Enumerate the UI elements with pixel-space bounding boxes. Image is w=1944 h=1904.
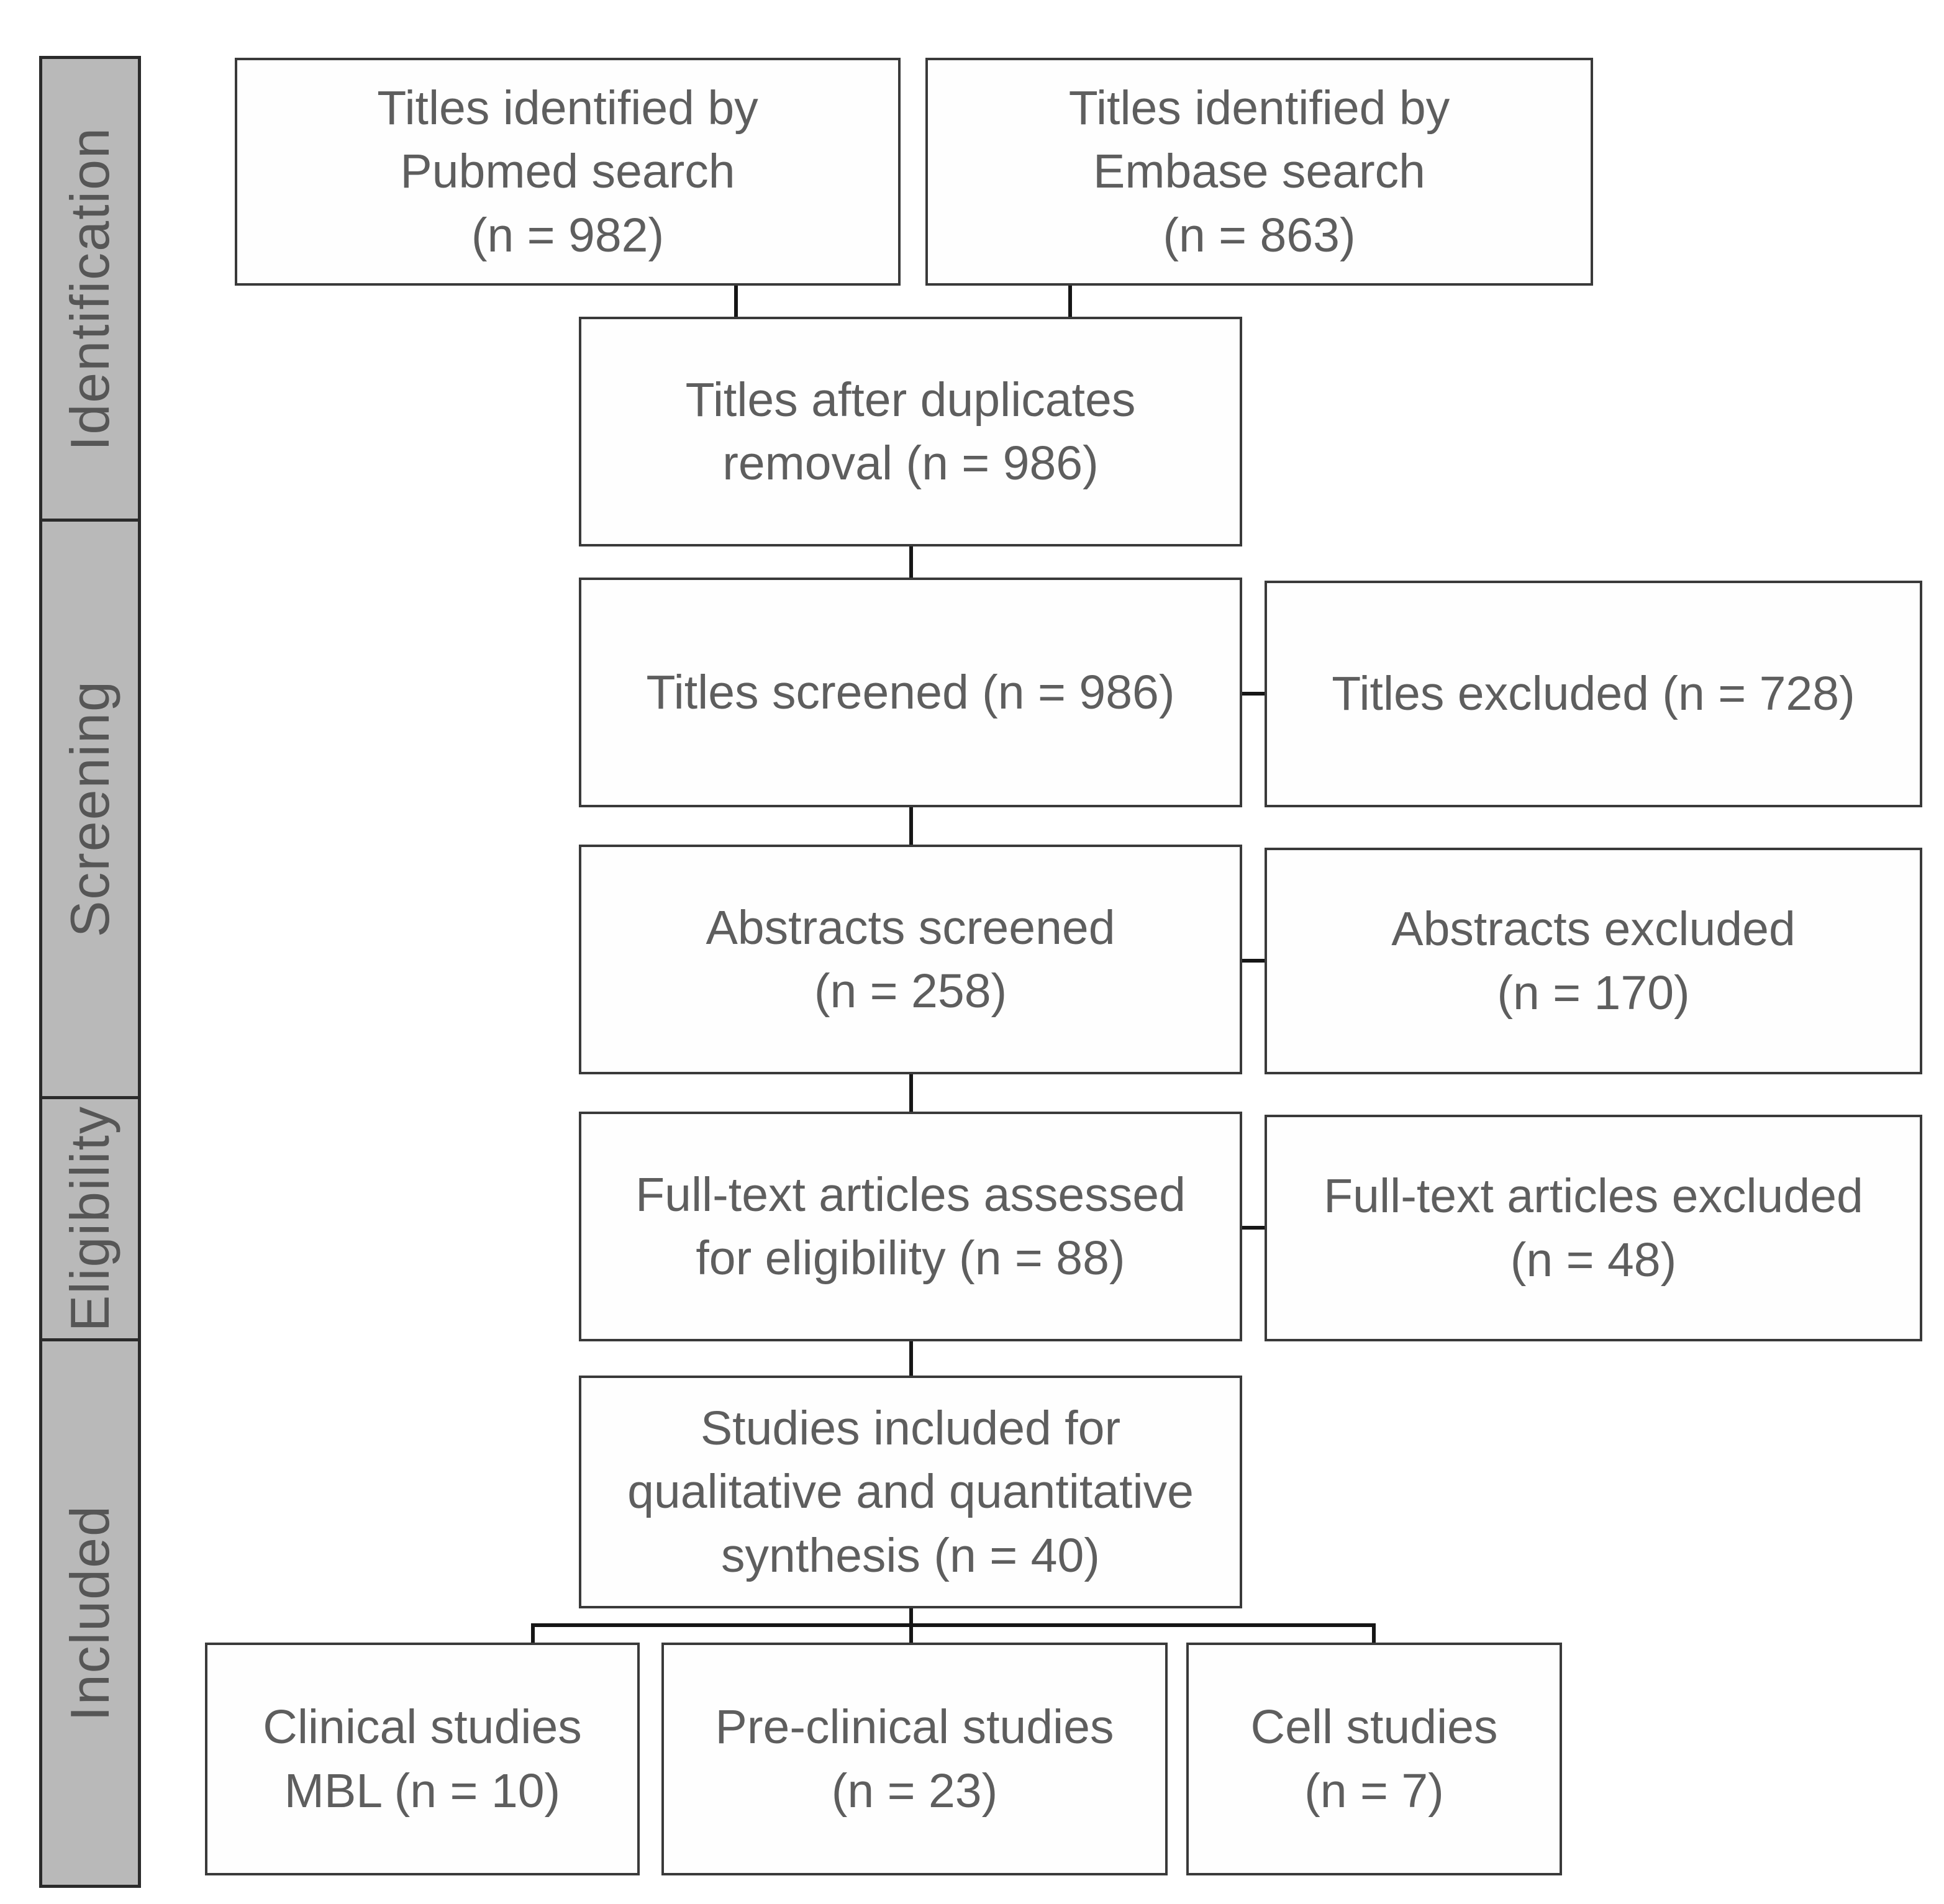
box-pubmed-titles: Titles identified by Pubmed search (n = … — [235, 58, 901, 286]
box-embase-titles: Titles identified by Embase search (n = … — [925, 58, 1593, 286]
connector-pubmed-to-duplicates — [734, 284, 738, 320]
stage-identification: Identification — [39, 56, 141, 522]
connector-fulltext-to-studies — [909, 1340, 913, 1379]
box-fulltext-assessed: Full-text articles assessed for eligibil… — [579, 1112, 1242, 1341]
box-cell-studies: Cell studies (n = 7) — [1186, 1643, 1562, 1875]
box-fulltext-excluded: Full-text articles excluded (n = 48) — [1265, 1115, 1922, 1341]
connector-fulltext-assessed-to-excluded — [1242, 1226, 1267, 1230]
connector-branch-to-preclinical — [909, 1623, 913, 1646]
connector-branch-to-cell — [1372, 1623, 1376, 1646]
connector-duplicates-to-titles-screened — [909, 545, 913, 581]
connector-titles-to-abstracts — [909, 806, 913, 848]
box-abstracts-excluded: Abstracts excluded (n = 170) — [1265, 848, 1922, 1074]
box-studies-included: Studies included for qualitative and qua… — [579, 1376, 1242, 1608]
stage-screening: Screening — [39, 519, 141, 1099]
box-preclinical-studies: Pre-clinical studies (n = 23) — [661, 1643, 1168, 1875]
box-titles-excluded: Titles excluded (n = 728) — [1265, 581, 1922, 807]
stage-identification-label: Identification — [59, 126, 120, 451]
box-abstracts-screened: Abstracts screened (n = 258) — [579, 845, 1242, 1074]
box-duplicates-removal: Titles after duplicates removal (n = 986… — [579, 317, 1242, 546]
stage-included-label: Included — [59, 1505, 120, 1721]
connector-studies-to-branch — [909, 1607, 913, 1627]
connector-embase-to-duplicates — [1068, 284, 1072, 320]
box-clinical-studies: Clinical studies MBL (n = 10) — [205, 1643, 640, 1875]
box-titles-screened: Titles screened (n = 986) — [579, 578, 1242, 807]
stage-eligibility: Eligibility — [39, 1096, 141, 1341]
connector-abstracts-to-fulltext — [909, 1073, 913, 1115]
connector-branch-to-clinical — [531, 1623, 535, 1646]
stage-included: Included — [39, 1338, 141, 1888]
connector-abstracts-screened-to-excluded — [1242, 959, 1267, 963]
stage-eligibility-label: Eligibility — [59, 1105, 120, 1332]
connector-branch-horizontal — [531, 1623, 1376, 1627]
stage-screening-label: Screening — [59, 680, 120, 938]
connector-titles-screened-to-excluded — [1242, 692, 1267, 696]
